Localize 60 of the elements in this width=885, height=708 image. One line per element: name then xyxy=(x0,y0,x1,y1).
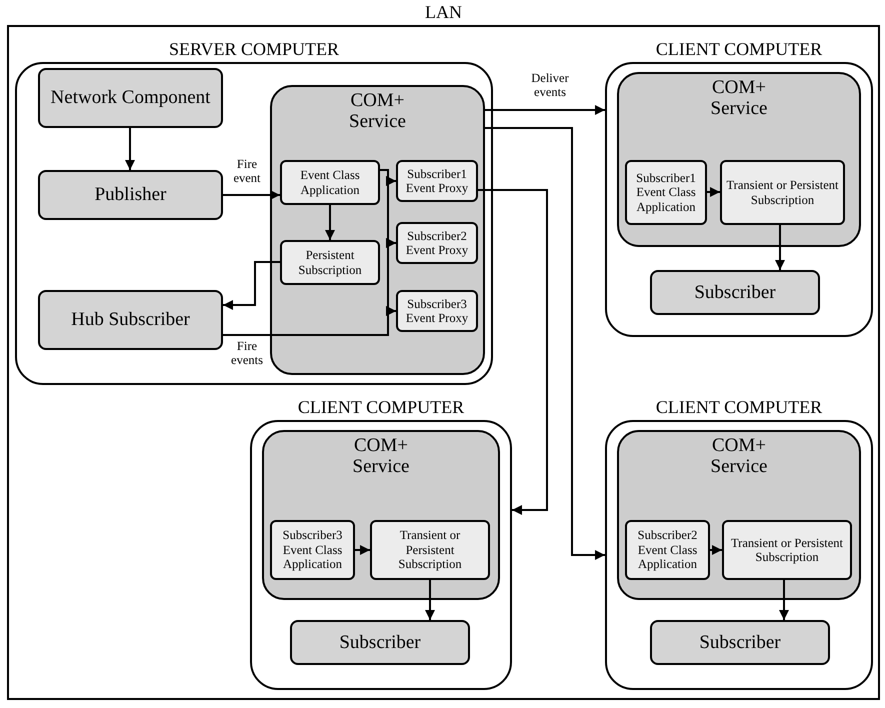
component-box xyxy=(720,160,845,225)
service-box xyxy=(617,72,861,247)
component-box xyxy=(38,170,223,220)
box-title: CLIENT COMPUTER xyxy=(656,398,822,416)
arrow xyxy=(325,205,335,240)
arrow xyxy=(125,128,135,170)
box-label: Hub Subscriber xyxy=(70,309,191,331)
service-box xyxy=(270,85,485,375)
box-label: Subscriber2 Event Proxy xyxy=(404,228,470,258)
box-label: Transient or Persistent Subscription xyxy=(730,536,844,564)
component-box xyxy=(280,240,380,285)
arrow xyxy=(707,187,720,197)
arrow xyxy=(779,580,789,620)
component-box xyxy=(270,520,355,580)
component-box xyxy=(625,160,707,225)
box-label: Network Component xyxy=(50,87,212,109)
box-title: CLIENT COMPUTER xyxy=(298,398,464,416)
arrow xyxy=(710,545,722,555)
box-title: COM+ Service xyxy=(710,436,768,478)
box-label: Subscriber3 Event Class Application xyxy=(282,528,344,572)
box-title: COM+ Service xyxy=(348,91,407,133)
arrow xyxy=(355,545,370,555)
service-box xyxy=(617,430,861,600)
arrow xyxy=(485,127,605,560)
component-box xyxy=(38,68,223,128)
box-label: Subscriber xyxy=(698,632,782,654)
component-box xyxy=(625,520,710,580)
box-label: Subscriber3 Event Proxy xyxy=(404,296,470,326)
component-box xyxy=(396,222,478,264)
service-box xyxy=(262,430,500,600)
component-box xyxy=(38,290,223,350)
arrow xyxy=(485,105,605,115)
arrow xyxy=(478,189,548,515)
box-label: Persistent Subscription xyxy=(297,248,363,277)
component-box xyxy=(650,270,820,315)
component-box xyxy=(396,290,478,332)
arrow xyxy=(223,190,280,200)
arrow xyxy=(775,225,785,270)
arrow xyxy=(425,580,435,620)
arrow xyxy=(223,261,280,310)
box-label: Subscriber xyxy=(338,632,422,654)
component-box xyxy=(650,620,830,665)
box-title: COM+ Service xyxy=(352,436,410,478)
box-title: LAN xyxy=(425,3,462,21)
box-label: Subscriber2 Event Class Application xyxy=(636,528,698,572)
component-box xyxy=(722,520,852,580)
box-title: SERVER COMPUTER xyxy=(168,40,340,58)
box-title: CLIENT COMPUTER xyxy=(656,40,822,58)
box-label: Event Class Application xyxy=(299,168,361,197)
component-box xyxy=(396,160,478,202)
box-label: Subscriber1 Event Class Application xyxy=(635,170,697,214)
box-label: Subscriber xyxy=(693,282,777,304)
box-label: Transient or Persistent Subscription xyxy=(397,528,463,572)
component-box xyxy=(370,520,490,580)
box-label: Publisher xyxy=(94,184,168,206)
component-box xyxy=(280,160,380,205)
box-title: COM+ Service xyxy=(710,78,768,120)
component-box xyxy=(290,620,470,665)
box-label: Transient or Persistent Subscription xyxy=(725,178,840,207)
box-label: Subscriber1 Event Proxy xyxy=(404,166,470,196)
